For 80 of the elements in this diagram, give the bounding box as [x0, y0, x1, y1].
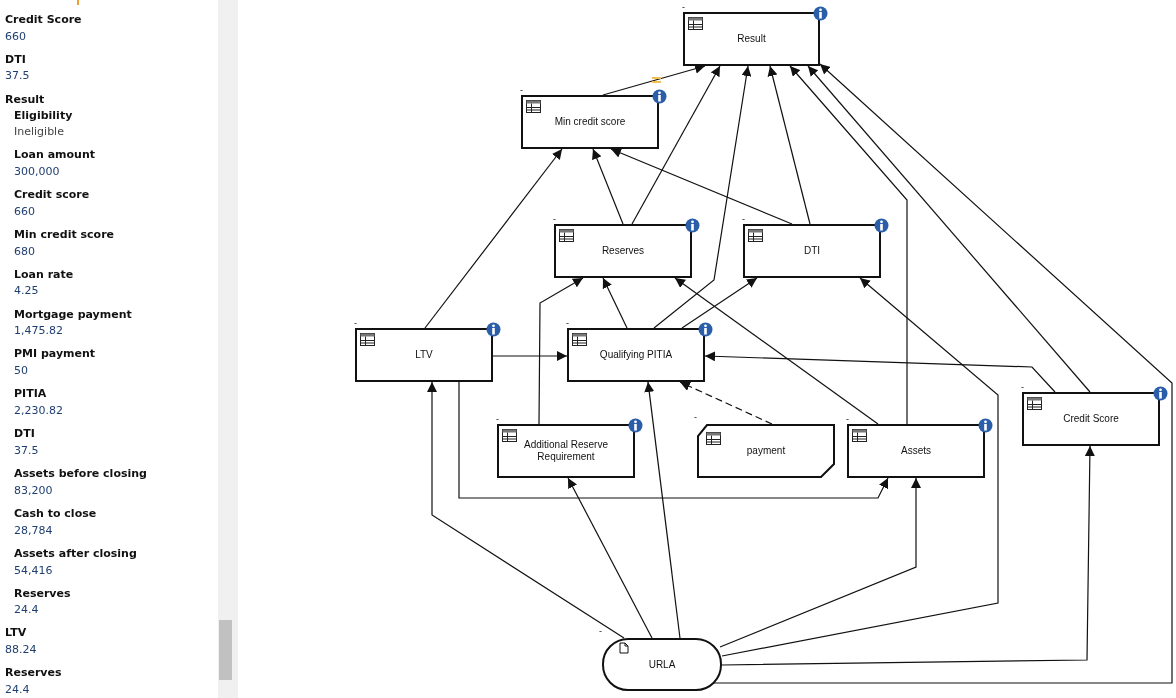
field-label: Mortgage payment	[14, 308, 132, 321]
field-label: Credit Score	[5, 13, 82, 26]
arrow	[681, 277, 758, 329]
field-value: 50	[14, 364, 28, 377]
arrow	[427, 381, 625, 639]
field-label: PITIA	[14, 387, 47, 400]
field-label: LTV	[5, 626, 27, 639]
field-value: 680	[14, 245, 35, 258]
arrow	[679, 381, 773, 425]
field-value: 24.4	[14, 603, 39, 616]
field-value: 660	[5, 30, 26, 43]
field-label: Loan amount	[14, 148, 95, 161]
field-label: Assets after closing	[14, 547, 137, 560]
collapse-mark: -	[846, 415, 849, 424]
field-label: Reserves	[14, 587, 71, 600]
arrow	[789, 65, 908, 425]
field-value: 2,230.82	[14, 404, 63, 417]
arrow	[721, 277, 999, 657]
arrow	[567, 477, 653, 639]
arrow	[704, 351, 1056, 393]
collapse-mark: -	[354, 319, 357, 328]
field-value: 28,784	[14, 524, 53, 537]
field-value: 4.25	[14, 284, 39, 297]
node-label: Min credit score	[554, 116, 626, 128]
field-label: DTI	[14, 427, 35, 440]
collapse-mark: -	[694, 413, 697, 422]
field-value: 37.5	[14, 444, 39, 457]
collapse-mark: -	[682, 3, 685, 12]
node-label: Result	[737, 33, 766, 45]
field-label: Min credit score	[14, 228, 115, 241]
collapse-mark: -	[496, 415, 499, 424]
field-label: Reserves	[5, 666, 62, 679]
arrow	[674, 277, 879, 425]
field-label: Result	[5, 93, 45, 106]
arrow	[538, 277, 584, 425]
node-label: payment	[746, 445, 786, 457]
arrow	[719, 477, 921, 648]
field-label: Eligibility	[14, 109, 73, 122]
arrow	[713, 63, 1173, 684]
arrow	[610, 148, 793, 225]
node-label: Credit Score	[1063, 413, 1119, 425]
field-value: 88.24	[5, 643, 37, 656]
arrow	[767, 65, 811, 225]
arrow	[807, 65, 1091, 393]
collapse-mark: -	[520, 86, 523, 95]
node-label: Additional Reserve Requirement	[523, 439, 609, 463]
field-value: 300,000	[14, 165, 60, 178]
field-value: 1,475.82	[14, 324, 63, 337]
collapse-mark: -	[553, 215, 556, 224]
field-value: 54,416	[14, 564, 53, 577]
collapse-mark: -	[599, 627, 602, 636]
arrow	[458, 381, 889, 499]
field-value: 83,200	[14, 484, 53, 497]
arrow	[721, 445, 1095, 666]
arrow	[492, 351, 568, 361]
field-value: 24.4	[5, 683, 30, 696]
collapse-mark: -	[742, 215, 745, 224]
node-label: DTI	[803, 245, 821, 257]
node-label: Reserves	[601, 245, 645, 257]
arrow	[602, 277, 628, 329]
collapse-mark: -	[1021, 383, 1024, 392]
node-label: Assets	[901, 445, 931, 457]
field-label: DTI	[5, 53, 26, 66]
node-label: Qualifying PITIA	[599, 349, 673, 361]
field-label: Assets before closing	[14, 467, 147, 480]
field-label: Credit score	[14, 188, 90, 201]
arrow	[653, 65, 752, 329]
arrow	[631, 65, 721, 225]
arrow	[424, 148, 563, 329]
arrow	[644, 381, 681, 639]
field-value: Ineligible	[14, 125, 64, 138]
field-value: 37.5	[5, 69, 30, 82]
field-value: 660	[14, 205, 35, 218]
field-label: Loan rate	[14, 268, 74, 281]
node-label: URLA	[648, 658, 676, 671]
node-label: LTV	[415, 349, 433, 361]
field-label: PMI payment	[14, 347, 96, 360]
collapse-mark: -	[566, 319, 569, 328]
arrow	[592, 148, 624, 225]
field-label: Cash to close	[14, 507, 97, 520]
